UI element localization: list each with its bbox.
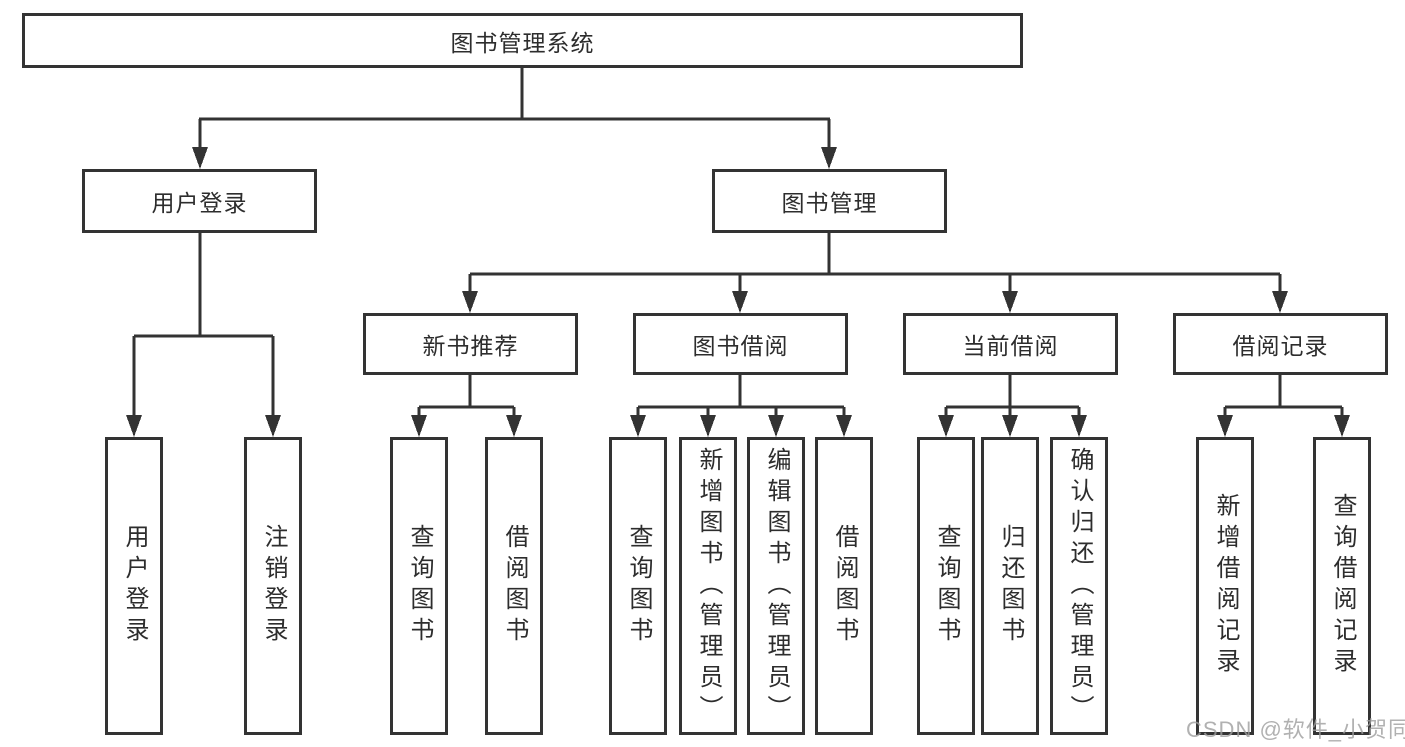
leaf-edit-books-admin: 编辑图书（管理员）: [747, 437, 805, 735]
node-label: 借阅记录: [1232, 333, 1329, 359]
node-book-borrowing: 图书借阅: [633, 313, 848, 375]
node-new-book-recommendation: 新书推荐: [363, 313, 578, 375]
leaf-query-books-2: 查询图书: [609, 437, 667, 735]
leaf-logout: 注销登录: [244, 437, 302, 735]
leaf-query-borrow-record: 查询借阅记录: [1313, 437, 1371, 735]
leaf-add-borrow-record: 新增借阅记录: [1196, 437, 1254, 735]
node-borrowing-records: 借阅记录: [1173, 313, 1388, 375]
leaf-label: 查询借阅记录: [1329, 493, 1356, 679]
leaf-user-login: 用户登录: [105, 437, 163, 735]
csdn-watermark: CSDN @软件_小贺同学: [1186, 717, 1405, 742]
leaf-label: 归还图书: [997, 524, 1024, 648]
leaf-label: 新增图书（管理员）: [695, 446, 722, 726]
leaf-label: 用户登录: [121, 524, 148, 648]
leaf-label: 注销登录: [260, 524, 287, 648]
leaf-label: 确认归还（管理员）: [1066, 446, 1093, 726]
leaf-borrow-books-2: 借阅图书: [815, 437, 873, 735]
leaf-label: 借阅图书: [501, 524, 528, 648]
node-label: 图书管理: [781, 190, 878, 216]
node-user-login: 用户登录: [82, 169, 317, 233]
leaf-borrow-books-1: 借阅图书: [485, 437, 543, 735]
leaf-add-books-admin: 新增图书（管理员）: [679, 437, 737, 735]
leaf-label: 编辑图书（管理员）: [763, 446, 790, 726]
node-label: 图书借阅: [692, 333, 789, 359]
leaf-query-books-3: 查询图书: [917, 437, 975, 735]
leaf-label: 新增借阅记录: [1212, 493, 1239, 679]
leaf-label: 查询图书: [406, 524, 433, 648]
leaf-label: 借阅图书: [831, 524, 858, 648]
node-label: 用户登录: [151, 190, 248, 216]
leaf-query-books-1: 查询图书: [390, 437, 448, 735]
leaf-label: 查询图书: [625, 524, 652, 648]
leaf-confirm-return-admin: 确认归还（管理员）: [1050, 437, 1108, 735]
leaf-return-books: 归还图书: [981, 437, 1039, 735]
node-label: 新书推荐: [422, 333, 519, 359]
node-library-management-system: 图书管理系统: [22, 13, 1023, 68]
node-label: 图书管理系统: [450, 29, 595, 56]
arrowhead-icons: [126, 147, 1350, 437]
leaf-label: 查询图书: [933, 524, 960, 648]
node-current-borrowing: 当前借阅: [903, 313, 1118, 375]
node-label: 当前借阅: [962, 333, 1059, 359]
node-book-management: 图书管理: [712, 169, 947, 233]
